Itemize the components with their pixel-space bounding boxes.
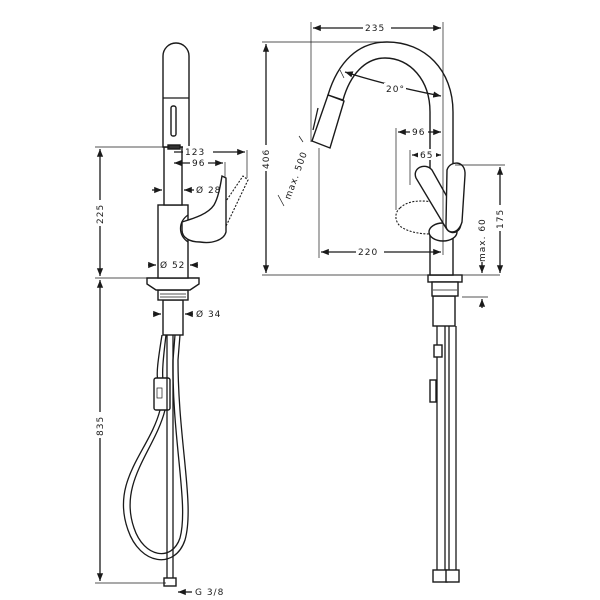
dim-406: 406 xyxy=(262,149,272,169)
dim-225: 225 xyxy=(96,204,106,224)
dim-dia-52: Ø 52 xyxy=(160,260,185,271)
front-view: 406 235 20° max. 500 96 65 220 175 xyxy=(260,22,506,583)
dim-220: 220 xyxy=(358,248,378,258)
spout-head xyxy=(162,42,190,148)
dim-175: 175 xyxy=(496,209,506,229)
dim-dia-34: Ø 34 xyxy=(196,309,221,320)
spout-neck xyxy=(163,146,183,206)
dim-235: 235 xyxy=(365,24,385,34)
dim-max-500: max. 500 xyxy=(283,150,310,201)
lever xyxy=(181,174,227,244)
base-plate xyxy=(146,277,200,291)
spray-button xyxy=(170,105,177,137)
dim-65: 65 xyxy=(420,151,433,161)
dim-max-60: max. 60 xyxy=(478,218,488,262)
dim-96-front: 96 xyxy=(412,128,425,138)
pull-out-spray xyxy=(311,94,345,149)
dim-g-3-8: G 3/8 xyxy=(195,588,224,598)
dim-835: 835 xyxy=(96,416,106,436)
dim-dia-28: Ø 28 xyxy=(196,185,221,196)
dim-123: 123 xyxy=(185,148,205,158)
shank xyxy=(162,299,184,336)
front-base-plate xyxy=(427,274,463,283)
dim-96-side: 96 xyxy=(192,159,205,169)
dim-angle-20: 20° xyxy=(386,85,405,95)
side-view: 225 835 123 96 Ø 28 Ø 52 Ø 34 G 3/8 xyxy=(94,42,249,598)
